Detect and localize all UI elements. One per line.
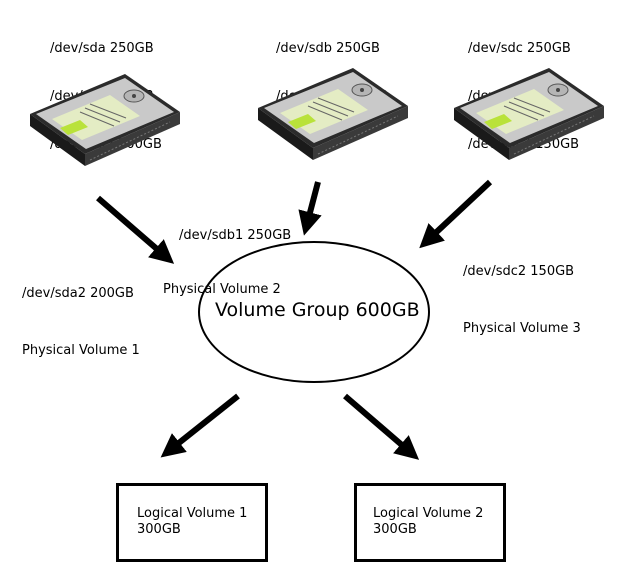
logical-volume-2-label: Logical Volume 2 [373,506,484,521]
pv3-device: /dev/sdc2 150GB [463,264,575,279]
volume-group-ellipse [198,241,430,383]
pv2-device: /dev/sdb1 250GB [179,228,292,243]
arrow-lv2 [343,393,420,460]
hard-disk-sda-icon [29,73,181,167]
logical-volume-1-size: 300GB [137,522,181,537]
pv2-name: Physical Volume 2 [163,282,281,297]
pv1-device: /dev/sda2 200GB [22,286,134,301]
arrow-pv1 [96,195,175,264]
hard-disk-sdc-icon [453,67,605,161]
arrow-lv1 [160,393,240,458]
pv2-label: /dev/sdb1 250GB Physical Volume 2 [163,191,291,317]
pv3-name: Physical Volume 3 [463,321,581,336]
hard-disk-sdb-icon [257,67,409,161]
logical-volume-1-label: Logical Volume 1 [137,506,248,521]
arrow-pv3 [419,179,493,249]
pv1-label: /dev/sda2 200GB Physical Volume 1 [22,246,140,379]
disk-sdc-line-1: /dev/sdc 250GB [468,41,571,56]
disk-sdb-line-1: /dev/sdb 250GB [276,41,380,56]
logical-volume-2-box: Logical Volume 2 300GB [354,483,506,562]
arrow-pv2 [298,181,322,236]
volume-group-label: Volume Group 600GB [215,299,420,321]
pv3-label: /dev/sdc2 150GB Physical Volume 3 [463,224,581,357]
pv1-name: Physical Volume 1 [22,343,140,358]
disk-sda-line-1: /dev/sda 250GB [50,41,154,56]
logical-volume-2-size: 300GB [373,522,417,537]
logical-volume-1-box: Logical Volume 1 300GB [116,483,268,562]
